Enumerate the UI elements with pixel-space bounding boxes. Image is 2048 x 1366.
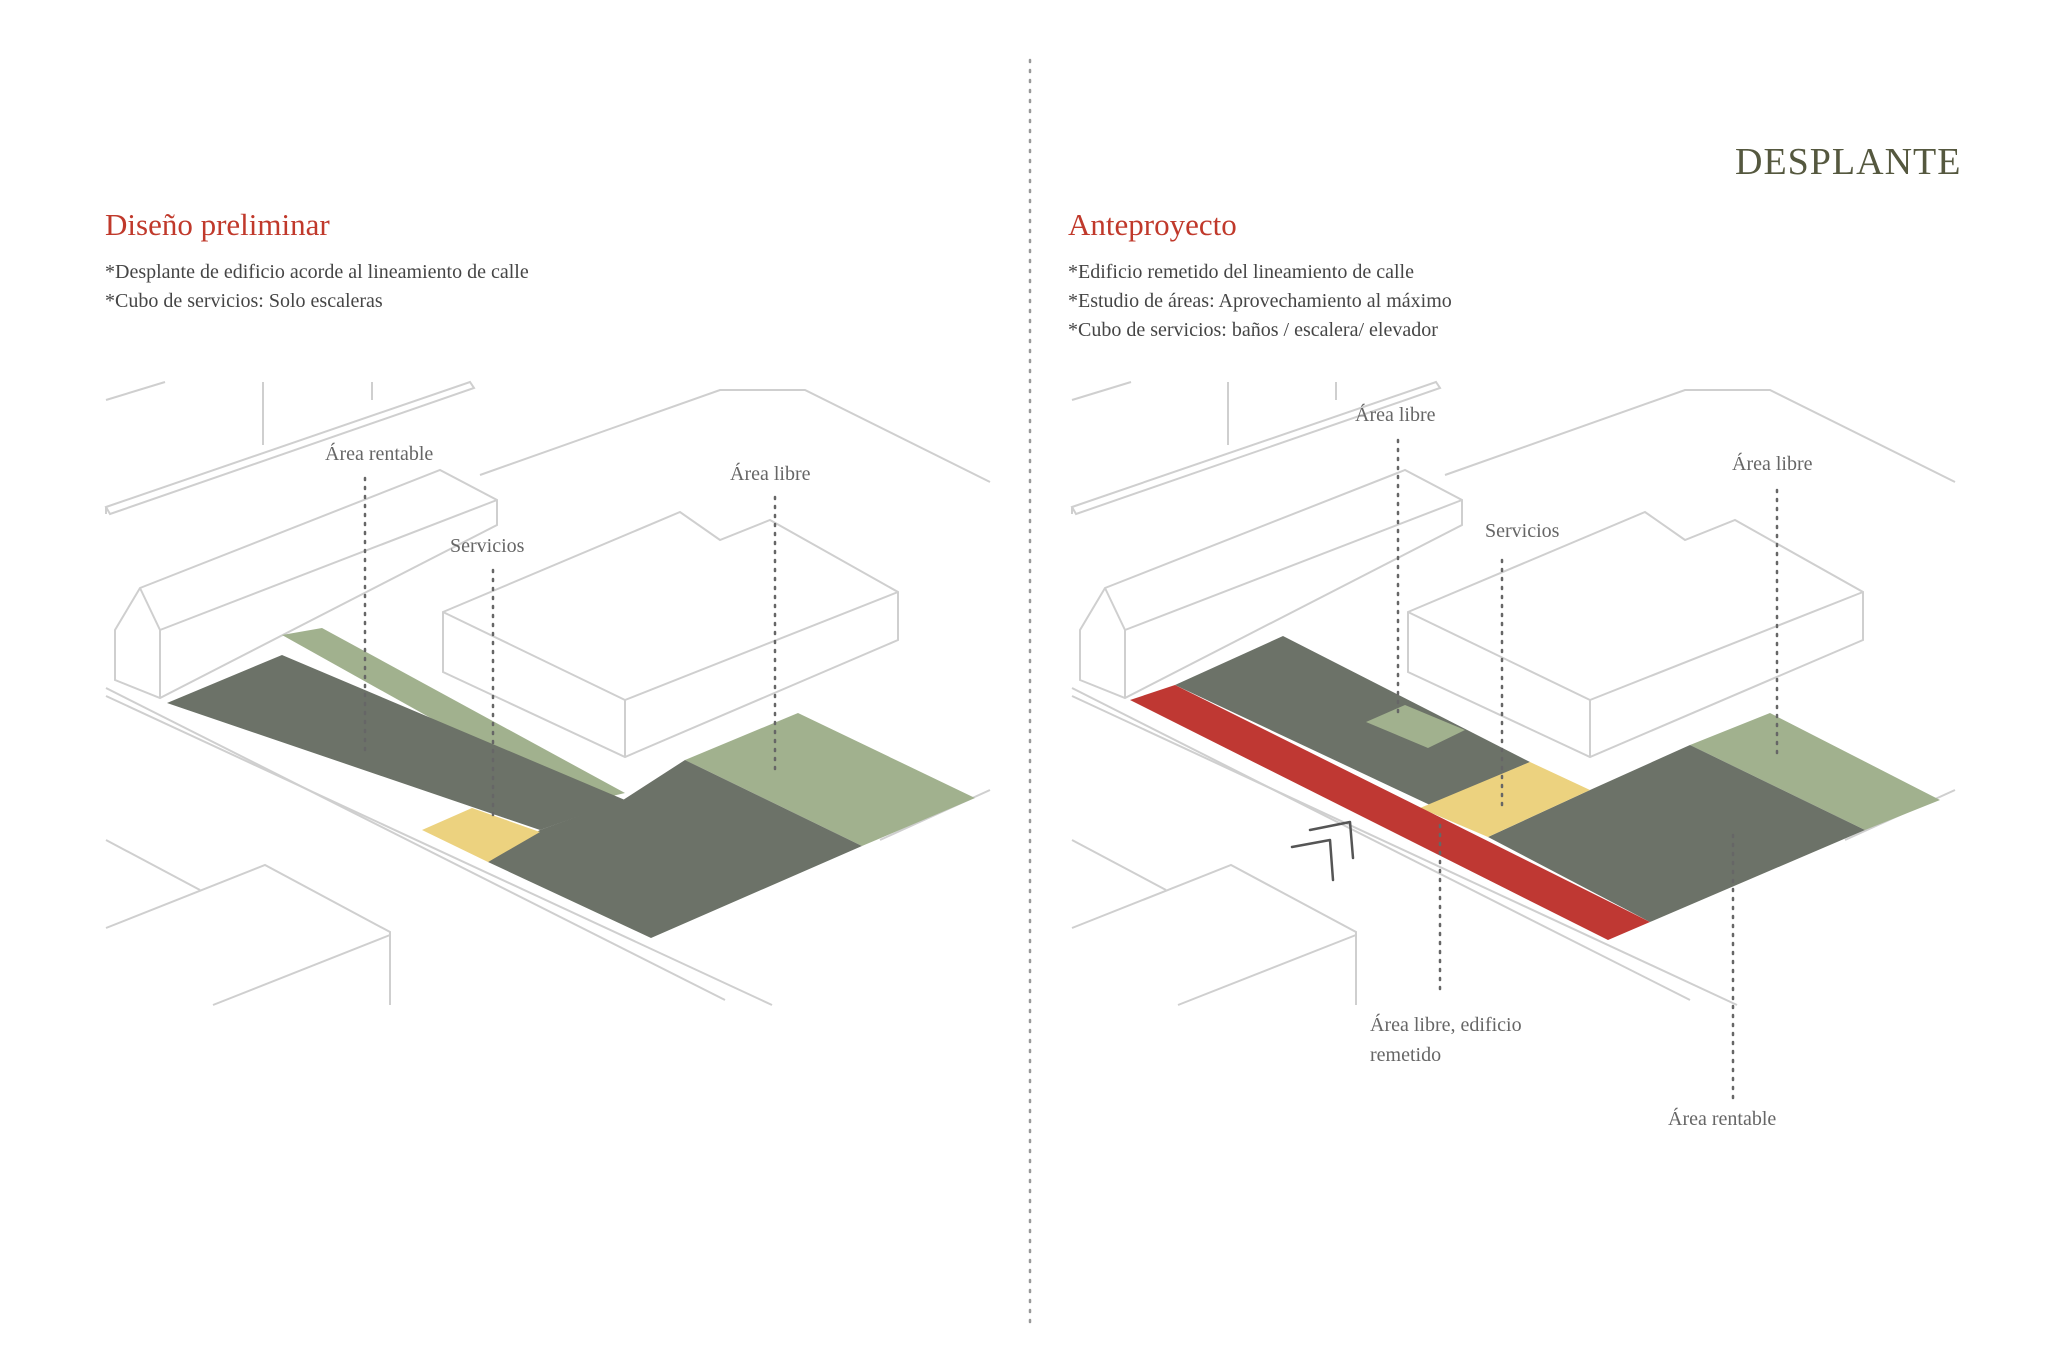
left-zone-servicios bbox=[422, 808, 540, 862]
right-leader-lines bbox=[1396, 438, 1779, 1107]
left-label-servicios: Servicios bbox=[450, 535, 525, 557]
right-note: *Cubo de servicios: baños / escalera/ el… bbox=[1068, 319, 1438, 341]
left-zone-rentable-right bbox=[488, 760, 862, 938]
right-note: *Edificio remetido del lineamiento de ca… bbox=[1068, 261, 1414, 283]
right-label-libre-top: Área libre bbox=[1355, 404, 1436, 426]
right-label-remetido: Área libre, edificio remetido bbox=[1370, 1010, 1522, 1070]
right-label-libre: Área libre bbox=[1732, 453, 1813, 475]
left-notes: *Desplante de edificio acorde al lineami… bbox=[105, 258, 529, 316]
right-notes: *Edificio remetido del lineamiento de ca… bbox=[1068, 258, 1452, 345]
right-note: *Estudio de áreas: Aprovechamiento al má… bbox=[1068, 290, 1452, 312]
right-label-remetido-line: remetido bbox=[1370, 1044, 1442, 1066]
right-zone-remetido bbox=[1130, 685, 1650, 940]
left-zones bbox=[167, 628, 975, 938]
right-zone-libre-right bbox=[1690, 713, 1940, 830]
right-label-remetido-line: Área libre, edificio bbox=[1370, 1014, 1522, 1036]
left-note: *Cubo de servicios: Solo escaleras bbox=[105, 290, 383, 312]
left-leader-lines bbox=[363, 476, 777, 824]
left-note: *Desplante de edificio acorde al lineami… bbox=[105, 261, 529, 283]
right-label-rentable: Área rentable bbox=[1668, 1108, 1777, 1130]
right-zone-libre-patio bbox=[1366, 705, 1465, 748]
right-zones bbox=[1130, 636, 1940, 940]
right-zone-rentable-top bbox=[1175, 636, 1530, 805]
left-zone-libre-strip bbox=[282, 628, 625, 803]
right-panel-title: Anteproyecto bbox=[1068, 207, 1237, 242]
right-zone-servicios bbox=[1420, 762, 1590, 837]
left-context-buildings bbox=[104, 380, 991, 1006]
page-title: DESPLANTE bbox=[1735, 141, 1962, 183]
left-label-rentable: Área rentable bbox=[325, 443, 434, 465]
right-zone-rentable-right bbox=[1488, 745, 1865, 922]
right-label-servicios: Servicios bbox=[1485, 520, 1560, 542]
left-panel-title: Diseño preliminar bbox=[105, 207, 330, 242]
left-zone-libre-right bbox=[685, 713, 975, 846]
north-arrow-icon bbox=[1290, 820, 1355, 882]
left-label-libre: Área libre bbox=[730, 463, 811, 485]
left-zone-rentable-left bbox=[167, 655, 625, 830]
